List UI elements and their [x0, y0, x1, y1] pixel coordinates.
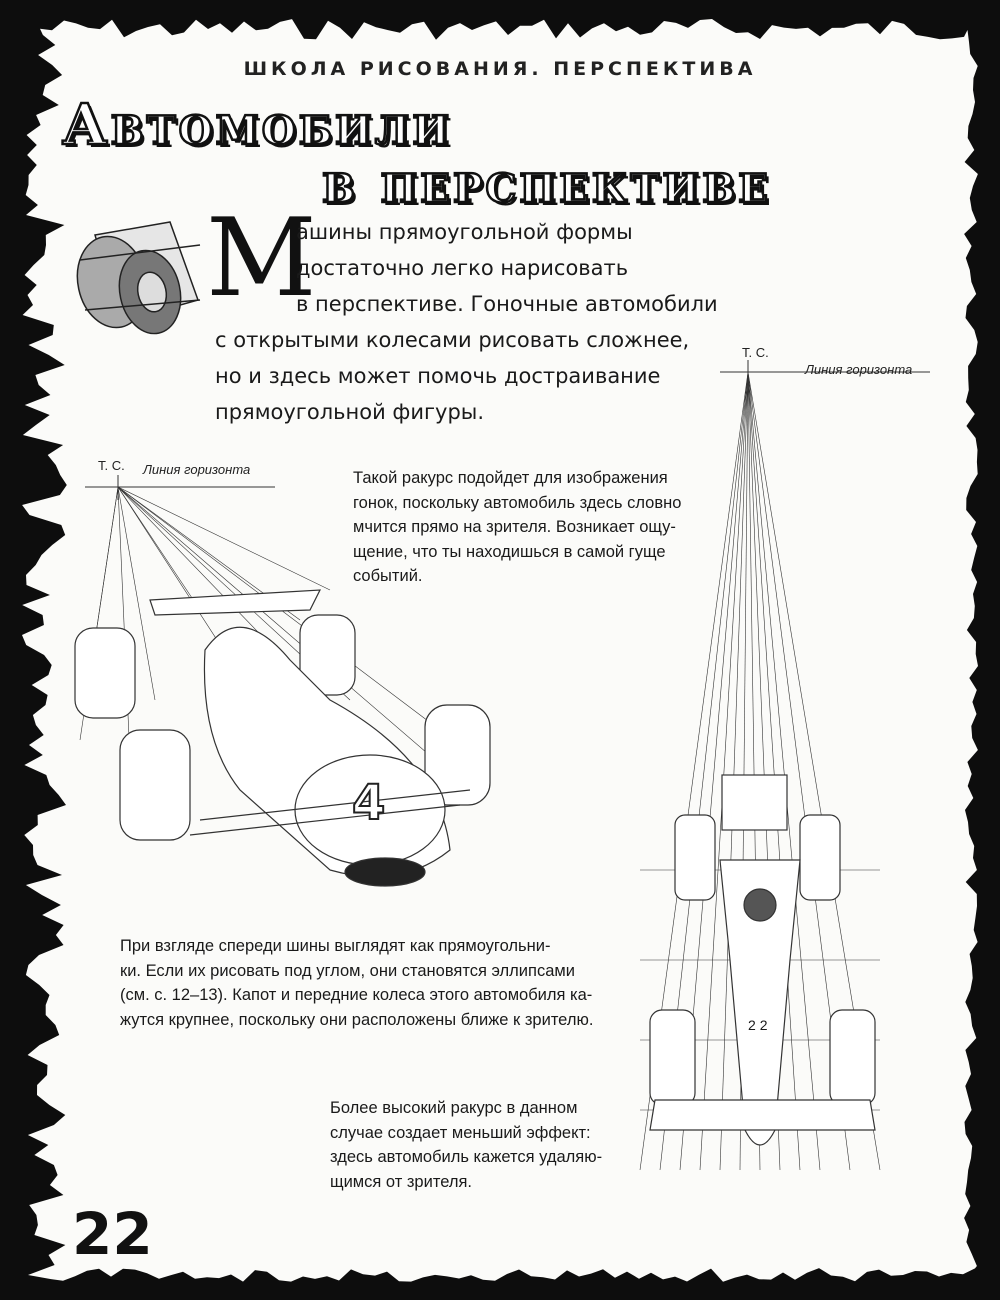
- caption-line: мчится прямо на зрителя. Возникает ощу-: [353, 518, 676, 536]
- caption-high-view: Более высокий ракурс в данном случае соз…: [330, 1096, 602, 1194]
- air-intake: [344, 857, 426, 887]
- caption-line: случае создает меньший эффект:: [330, 1123, 591, 1142]
- top-view-car-sketch: [639, 360, 930, 1171]
- wheel: [74, 627, 136, 719]
- helmet: [743, 888, 777, 922]
- caption-line: Такой ракурс подойдет для изображения: [353, 469, 668, 487]
- caption-line: щение, что ты находишься в самой гуще: [353, 542, 666, 561]
- intro-line-6: прямоугольной фигуры.: [215, 400, 485, 424]
- caption-line: ки. Если их рисовать под углом, они стан…: [120, 961, 575, 980]
- intro-line-5: но и здесь может помочь достраивание: [215, 364, 661, 388]
- caption-front-view: Такой ракурс подойдет для изображения го…: [353, 466, 681, 589]
- intro-line-2: достаточно легко нарисовать: [296, 256, 629, 280]
- construction-line: [117, 486, 201, 611]
- title-line-1: Автомобили: [61, 91, 453, 160]
- caption-line: щимся от зрителя.: [330, 1172, 472, 1191]
- drop-cap: М: [206, 196, 317, 321]
- wheel: [119, 729, 191, 841]
- construction-line: [719, 371, 749, 1171]
- caption-line: жутся крупнее, поскольку они расположены…: [120, 1010, 594, 1029]
- caption-tires: При взгляде спереди шины выглядят как пр…: [120, 934, 593, 1032]
- car-number: 22: [748, 1017, 772, 1033]
- construction-line: [117, 486, 231, 661]
- construction-line: [699, 371, 749, 1171]
- caption-line: событий.: [353, 567, 423, 585]
- intro-line-4: с открытыми колесами рисовать сложнее,: [215, 328, 690, 352]
- caption-line: При взгляде спереди шины выглядят как пр…: [120, 937, 551, 955]
- construction-line: [117, 486, 131, 761]
- vanishing-point-label: Т. С.: [742, 345, 769, 360]
- construction-line: [747, 371, 821, 1171]
- caption-line: гонок, поскольку автомобиль здесь словно: [353, 493, 682, 512]
- construction-line: [117, 486, 156, 701]
- tire-icon: [76, 221, 201, 335]
- car-number: 4: [351, 774, 386, 832]
- caption-line: (см. с. 12–13). Капот и передние колеса …: [120, 986, 593, 1004]
- wheel: [674, 814, 716, 901]
- horizon-line-label: Линия горизонта: [805, 362, 913, 377]
- running-header: ШКОЛА РИСОВАНИЯ. ПЕРСПЕКТИВА: [243, 58, 757, 80]
- caption-line: Более высокий ракурс в данном: [330, 1099, 578, 1117]
- front-wing: [189, 789, 471, 836]
- vanishing-point-label: Т. С.: [98, 458, 125, 473]
- construction-line: [94, 486, 119, 641]
- intro-line-3: в перспективе. Гоночные автомобили: [296, 292, 718, 316]
- construction-line: [747, 371, 801, 1171]
- wheel: [299, 614, 356, 696]
- caption-line: здесь автомобиль кажется удаляю-: [330, 1148, 603, 1166]
- front-wing: [649, 1099, 876, 1131]
- horizon-line-label: Линия горизонта: [143, 462, 251, 477]
- wheel: [649, 1009, 696, 1106]
- wheel: [829, 1009, 876, 1106]
- construction-line: [117, 486, 471, 791]
- construction-line: [117, 486, 331, 591]
- page-number: 22: [72, 1200, 153, 1268]
- rear-wing: [149, 589, 322, 616]
- title-line-2: в перспективе: [321, 149, 771, 218]
- intro-line-1: ашины прямоугольной формы: [296, 220, 633, 244]
- wheel: [799, 814, 841, 901]
- front-view-car-sketch: [74, 475, 491, 887]
- rear-wing: [721, 774, 788, 831]
